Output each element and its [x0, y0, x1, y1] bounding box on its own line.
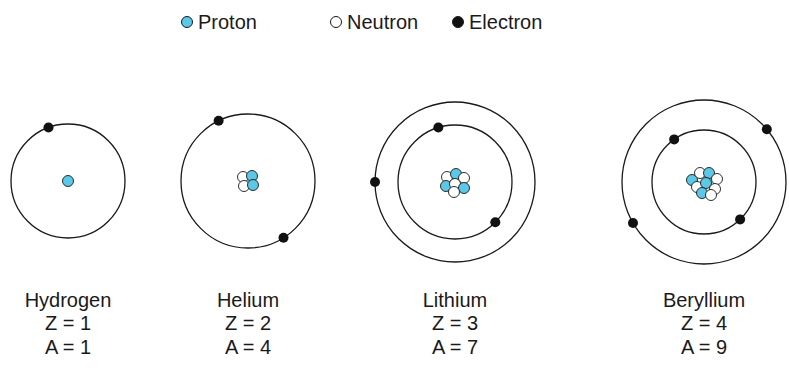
atom-model	[11, 122, 125, 238]
electron-shell	[11, 124, 125, 238]
electron-dot	[490, 217, 500, 227]
element-name: Lithium	[423, 289, 487, 311]
atom-model	[622, 100, 786, 264]
neutron-dot	[449, 187, 460, 198]
legend-swatch	[452, 16, 464, 28]
legend-label: Proton	[198, 11, 257, 33]
electron-shell	[652, 130, 756, 234]
electron-dot	[370, 177, 380, 187]
atomic-number: Z = 3	[432, 312, 478, 334]
atomic-number: Z = 4	[681, 312, 727, 334]
neutron-dot	[712, 174, 723, 185]
electron-shell	[375, 102, 535, 262]
electron-dot	[669, 134, 679, 144]
atom-model	[181, 114, 315, 248]
electron-dot	[735, 214, 745, 224]
legend-swatch	[330, 16, 342, 28]
atom-model	[370, 102, 535, 262]
legend-label: Neutron	[347, 11, 418, 33]
proton-dot	[248, 180, 259, 191]
atomic-number: Z = 2	[225, 312, 271, 334]
legend-label: Electron	[469, 11, 542, 33]
atomic-number: Z = 1	[45, 312, 91, 334]
electron-shell	[181, 114, 315, 248]
element-name: Helium	[217, 289, 279, 311]
proton-dot	[459, 183, 470, 194]
atomic-number: A = 9	[681, 336, 727, 358]
legend-swatch	[181, 16, 193, 28]
atomic-number: A = 4	[225, 336, 271, 358]
neutron-dot	[706, 190, 717, 201]
electron-dot	[214, 116, 224, 126]
electron-dot	[762, 124, 772, 134]
electron-dot	[433, 122, 443, 132]
atomic-number: A = 1	[45, 336, 91, 358]
atomic-number: A = 7	[432, 336, 478, 358]
electron-dot	[628, 218, 638, 228]
element-name: Hydrogen	[25, 289, 112, 311]
electron-shell	[398, 125, 512, 239]
electron-dot	[279, 233, 289, 243]
element-name: Beryllium	[663, 289, 745, 311]
proton-dot	[63, 176, 74, 187]
electron-dot	[44, 122, 54, 132]
electron-shell	[622, 100, 786, 264]
